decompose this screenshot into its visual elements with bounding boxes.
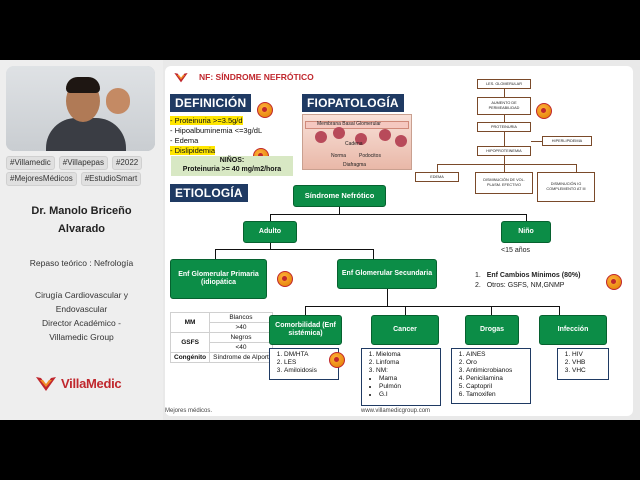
glomerular-membrane-illustration: Membrana Basal Glomerular Cadena Norma P… [302, 114, 412, 170]
slide-footer-url: www.villamedicgroup.com [361, 408, 430, 414]
node-secundaria: Enf Glomerular Secundaria [337, 259, 437, 289]
definicion-list: - Proteinuria >=3.5g/d - Hipoalbuminemia… [170, 116, 262, 156]
medal-icon [536, 103, 552, 119]
flow-edema: EDEMA [415, 172, 459, 182]
flow-proteinuria: PROTEINURIA [477, 122, 531, 132]
node-nino: Niño [501, 221, 551, 243]
slide-footer-tagline: Mejores médicos. [165, 408, 212, 414]
node-adulto: Adulto [243, 221, 297, 243]
flow-disminucion-vol: DISMINUCIÓN DE VOL. PLASM. EFECTIVO [475, 172, 533, 194]
comorbilidad-list: DM/HTA LES Amiloidosis [269, 348, 339, 380]
node-drogas: Drogas [465, 315, 519, 345]
wing-logo-icon [34, 374, 58, 392]
definicion-header: DEFINICIÓN [170, 94, 251, 112]
video-frame: #Villamedic #Villapepas #2022 #MejoresMé… [0, 60, 640, 420]
slide-title: NF: SÍNDROME NEFRÓTICO [199, 72, 314, 82]
flow-disminucion-c3: DISMINUCIÓN IG COMPLEMENTO AT III [537, 172, 595, 202]
fisiopatologia-header: FIOPATOLOGÍA [302, 94, 404, 112]
cancer-list: Mieloma Linfoma NM: Mama Pulmón G.I [361, 348, 441, 406]
medal-icon [277, 271, 293, 287]
infeccion-list: HIV VHB VHC [557, 348, 609, 380]
flow-les: LES. GLOMERULAR [477, 79, 531, 89]
subject-text: Repaso teórico : Nefrología [0, 256, 163, 270]
hashtag: #Villamedic [6, 156, 55, 170]
ninos-box: NIÑOS: Proteinuria >= 40 mg/m2/hora [171, 156, 293, 176]
nino-age-note: <15 años [501, 247, 530, 254]
hashtag: #EstudioSmart [81, 172, 141, 186]
presenter-panel: #Villamedic #Villapepas #2022 #MejoresMé… [0, 60, 163, 420]
medal-icon [329, 352, 345, 368]
flow-hiperlipidemia: HIPERLIPIDEMIA [542, 136, 592, 146]
hashtag-row-1: #Villamedic #Villapepas #2022 [6, 156, 158, 170]
slide: NF: SÍNDROME NEFRÓTICO DEFINICIÓN - Prot… [165, 66, 633, 416]
node-comorbilidad: Comorbilidad (Enf sistémica) [269, 315, 342, 345]
drogas-list: AINES Oro Antimicrobianos Penicilamina C… [451, 348, 531, 404]
hashtag-row-2: #MejoresMédicos #EstudioSmart [6, 172, 158, 186]
node-primaria: Enf Glomerular Primaria (idiopática [170, 259, 267, 299]
node-infeccion: Infección [539, 315, 607, 345]
node-cancer: Cancer [371, 315, 439, 345]
hashtag: #2022 [112, 156, 142, 170]
presenter-name: Dr. Manolo Briceño Alvarado [0, 202, 163, 238]
node-sindrome-nefrotico: Síndrome Nefrótico [293, 185, 386, 207]
flow-hipoproteinemia: HIPOPROTEINEMIA [477, 146, 531, 156]
medal-icon [606, 274, 622, 290]
wing-logo-icon [173, 71, 189, 83]
hashtag: #MejoresMédicos [6, 172, 77, 186]
nino-causes: 1. Enf Cambios Mínimos (80%) 2. Otros: G… [475, 271, 580, 291]
hashtag: #Villapepas [59, 156, 108, 170]
villamedic-logo: VillaMedic [34, 374, 121, 392]
flow-aumento: AUMENTO DE PERMEABILIDAD [477, 97, 531, 115]
etiologia-header: ETIOLOGÍA [170, 184, 248, 202]
webcam-feed [6, 66, 155, 151]
credentials: Cirugía Cardiovascular y Endovascular Di… [0, 288, 163, 344]
